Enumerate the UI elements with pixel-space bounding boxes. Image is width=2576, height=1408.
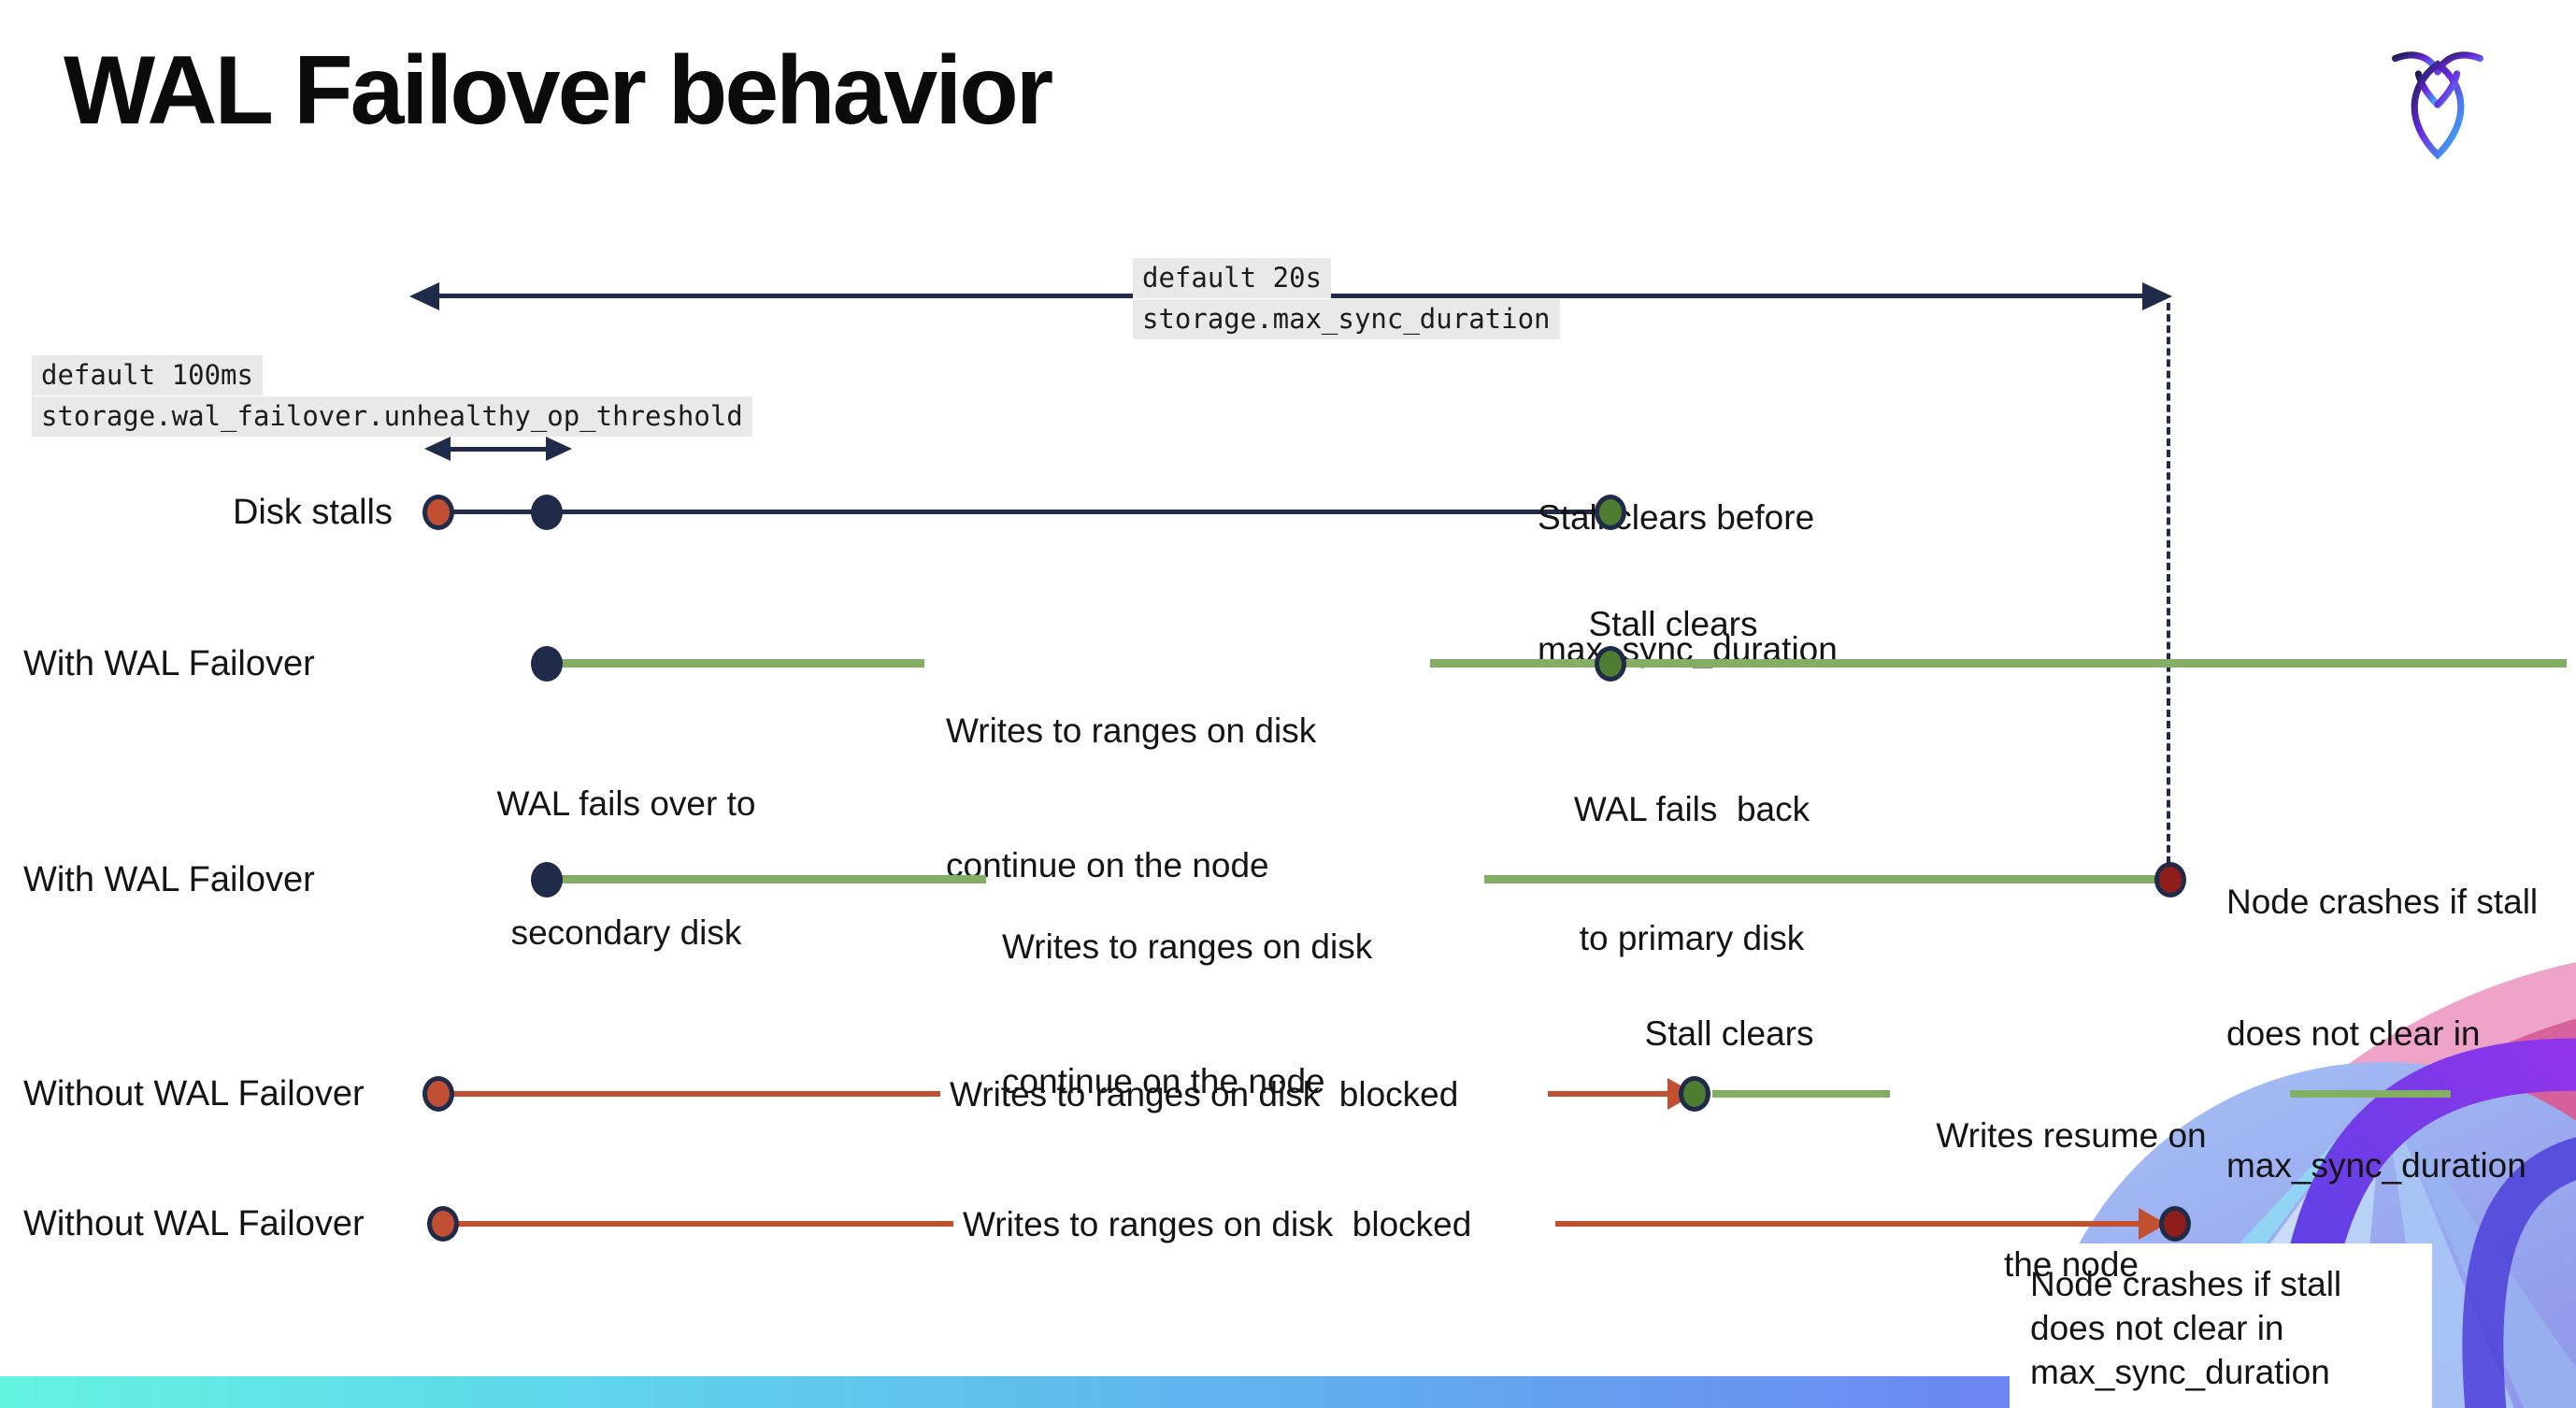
callout-default-100ms: default 100ms: [32, 355, 263, 395]
wal-fails-back-line2: to primary disk: [1579, 919, 1805, 957]
row3-green-line-a: [547, 875, 986, 884]
stall-clears-annotation-2: Stall clears: [1644, 1014, 1814, 1053]
writes-resume-line1: Writes resume on: [1936, 1116, 2207, 1155]
row4-stall-clears-dot: [1679, 1076, 1710, 1112]
callout-unhealthy-op-threshold-setting: storage.wal_failover.unhealthy_op_thresh…: [32, 396, 752, 437]
wal-fails-back-annotation: WAL fails back to primary disk: [1524, 702, 1860, 1046]
node-crash-bottom-line1: Node crashes if stall: [2030, 1265, 2342, 1303]
failover-threshold-dot: [531, 495, 563, 530]
stall-clears-annotation-1: Stall clears: [1588, 605, 1758, 643]
row3-node-crash-dot: [2154, 862, 2186, 898]
row4-stall-start-dot: [422, 1076, 454, 1112]
cockroachdb-logo-icon: [2389, 43, 2486, 163]
node-crash-bottom-line3: max_sync_duration: [2030, 1353, 2330, 1391]
stall-clears-before-line1: Stall clears before: [1538, 498, 1815, 537]
row4-green-line: [1712, 1090, 1890, 1098]
row4-red-line-b: [1548, 1091, 1667, 1097]
row-label-with-wal-failover-1: With WAL Failover: [23, 644, 315, 683]
wal-fails-back-line1: WAL fails back: [1573, 790, 1810, 828]
node-crash-mid-line1: Node crashes if stall: [2226, 883, 2539, 921]
row-label-without-wal-failover-2: Without WAL Failover: [23, 1204, 365, 1243]
writes-resume-annotation: Writes resume on the node: [1909, 1028, 2234, 1372]
stall-clears-early-dot: [1595, 495, 1626, 530]
row5-stall-start-dot: [427, 1206, 459, 1242]
row5-node-crash-dot: [2159, 1206, 2191, 1242]
threshold-arrow-right-head-icon: [546, 437, 572, 461]
page-title: WAL Failover behavior: [64, 36, 1053, 145]
row4-green-line-fragment: [2290, 1090, 2451, 1098]
node-crash-mid-line2: does not clear in: [2226, 1014, 2481, 1053]
row5-red-line-a: [444, 1221, 953, 1227]
node-crash-mid-line3: max_sync_duration: [2226, 1146, 2526, 1185]
row3-green-line-b: [1484, 875, 2155, 884]
row-label-without-wal-failover-1: Without WAL Failover: [23, 1074, 365, 1113]
wal-fails-over-annotation: WAL fails over to secondary disk: [463, 697, 790, 1041]
writes-continue-2-line2: continue on the node: [1002, 1062, 1325, 1100]
max-sync-arrow-right-head-icon: [2142, 282, 2172, 310]
node-crash-callout-box: Node crashes if stall does not clear in …: [2010, 1243, 2432, 1408]
disk-stall-start-dot: [422, 495, 454, 530]
row5-red-line-b: [1555, 1221, 2139, 1227]
callout-default-20s: default 20s: [1133, 258, 1332, 298]
writes-resume-line2: the node: [2003, 1245, 2140, 1284]
row2-failover-dot: [531, 646, 563, 682]
writes-blocked-annotation-1: Writes to ranges on disk blocked: [950, 1075, 1459, 1113]
row2-green-line-b: [1430, 659, 2567, 668]
row2-stall-clears-dot: [1595, 646, 1626, 682]
max-sync-deadline-dashed-line: [2167, 303, 2170, 864]
writes-continue-1-line1: Writes to ranges on disk: [946, 711, 1317, 750]
writes-continue-2-line1: Writes to ranges on disk: [1002, 927, 1373, 966]
node-crash-bottom-line2: does not clear in: [2030, 1309, 2284, 1347]
row4-red-line-a: [439, 1091, 940, 1097]
writes-blocked-annotation-2: Writes to ranges on disk blocked: [963, 1205, 1472, 1243]
threshold-arrow-left-head-icon: [424, 437, 451, 461]
row3-failover-dot: [531, 862, 563, 898]
callout-max-sync-duration-setting: storage.max_sync_duration: [1133, 299, 1560, 339]
wal-fails-over-line2: secondary disk: [510, 913, 742, 952]
wal-fails-over-line1: WAL fails over to: [496, 784, 756, 823]
writes-continue-annotation-2: Writes to ranges on disk continue on the…: [1002, 835, 1372, 1194]
max-sync-arrow-left-head-icon: [409, 282, 439, 310]
disk-stall-timeline-line: [439, 510, 1610, 514]
row-label-disk-stalls: Disk stalls: [232, 493, 393, 532]
node-crash-mid-annotation: Node crashes if stall does not clear in …: [2226, 792, 2538, 1275]
row-label-with-wal-failover-2: With WAL Failover: [23, 860, 315, 899]
threshold-arrow-line: [449, 447, 546, 452]
row2-green-line-a: [547, 659, 924, 668]
writes-continue-annotation-1: Writes to ranges on disk continue on the…: [946, 619, 1316, 978]
